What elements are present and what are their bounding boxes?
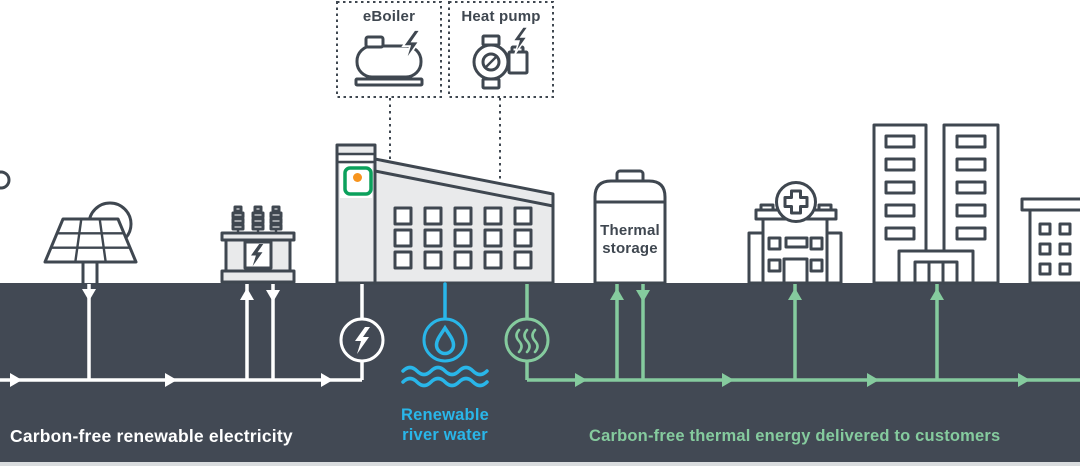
- hospital-door: [782, 257, 809, 285]
- arrow-up-icon: [240, 288, 254, 300]
- caption-river-water-line2: river water: [402, 426, 488, 444]
- factory-building: [335, 143, 555, 285]
- electricity-flow-lines: [0, 284, 385, 387]
- arrow-up-icon: [610, 288, 624, 300]
- arrow-right-icon: [165, 373, 177, 387]
- heat-pump-icon: [472, 26, 529, 90]
- thermal-storage-label-line2: storage: [602, 240, 658, 257]
- tower-entrance: [897, 249, 975, 285]
- arrow-right-icon: [867, 373, 879, 387]
- ground-band: [0, 283, 1080, 466]
- arrow-up-icon: [788, 288, 802, 300]
- thermal-storage-label-line1: Thermal: [600, 222, 660, 239]
- arrow-right-icon: [321, 373, 333, 387]
- heat-pump-callout-label: Heat pump: [461, 8, 541, 25]
- caption-river-water-line1: Renewable: [401, 406, 489, 424]
- electricity-meter-icon: [339, 317, 385, 363]
- edge-clipped-icon: [0, 170, 11, 190]
- arrow-down-icon: [636, 290, 650, 302]
- arrow-right-icon: [1018, 373, 1030, 387]
- tower-windows: [884, 134, 987, 241]
- heat-exchanger-icon: [504, 317, 550, 363]
- arrow-up-icon: [930, 288, 944, 300]
- caption-electricity: Carbon-free renewable electricity: [10, 426, 293, 446]
- arrow-right-icon: [722, 373, 734, 387]
- solar-panel-icon: [43, 217, 138, 286]
- arrow-down-icon: [266, 290, 280, 302]
- eboiler-callout-label: eBoiler: [362, 8, 416, 25]
- thermal-flow-lines: [504, 284, 1080, 387]
- transformer-icon: [220, 205, 296, 284]
- thermal-storage-tank: [593, 169, 667, 285]
- thermal-storage-label: Thermal storage: [595, 222, 665, 258]
- water-drop-icon: [422, 317, 468, 363]
- water-flow-line: [401, 282, 489, 388]
- caption-thermal-energy: Carbon-free thermal energy delivered to …: [589, 427, 1001, 445]
- factory-tower: [335, 143, 377, 285]
- apartment-building-icon: [1020, 197, 1080, 285]
- eboiler-callout: [336, 1, 442, 159]
- caption-river-water: Renewable river water: [380, 405, 510, 445]
- eboiler-icon: [354, 29, 424, 87]
- water-waves-icon: [401, 365, 489, 388]
- heat-pump-callout: [448, 1, 554, 182]
- transformer-bushings: [231, 205, 283, 235]
- status-indicator-dot: [353, 173, 362, 182]
- arrow-right-icon: [10, 373, 22, 387]
- arrow-right-icon: [575, 373, 587, 387]
- medical-cross-icon: [783, 189, 809, 215]
- office-towers-icon: [872, 123, 1000, 285]
- arrow-down-icon: [82, 289, 96, 301]
- factory-windows: [393, 206, 533, 270]
- hospital-icon: [747, 181, 843, 285]
